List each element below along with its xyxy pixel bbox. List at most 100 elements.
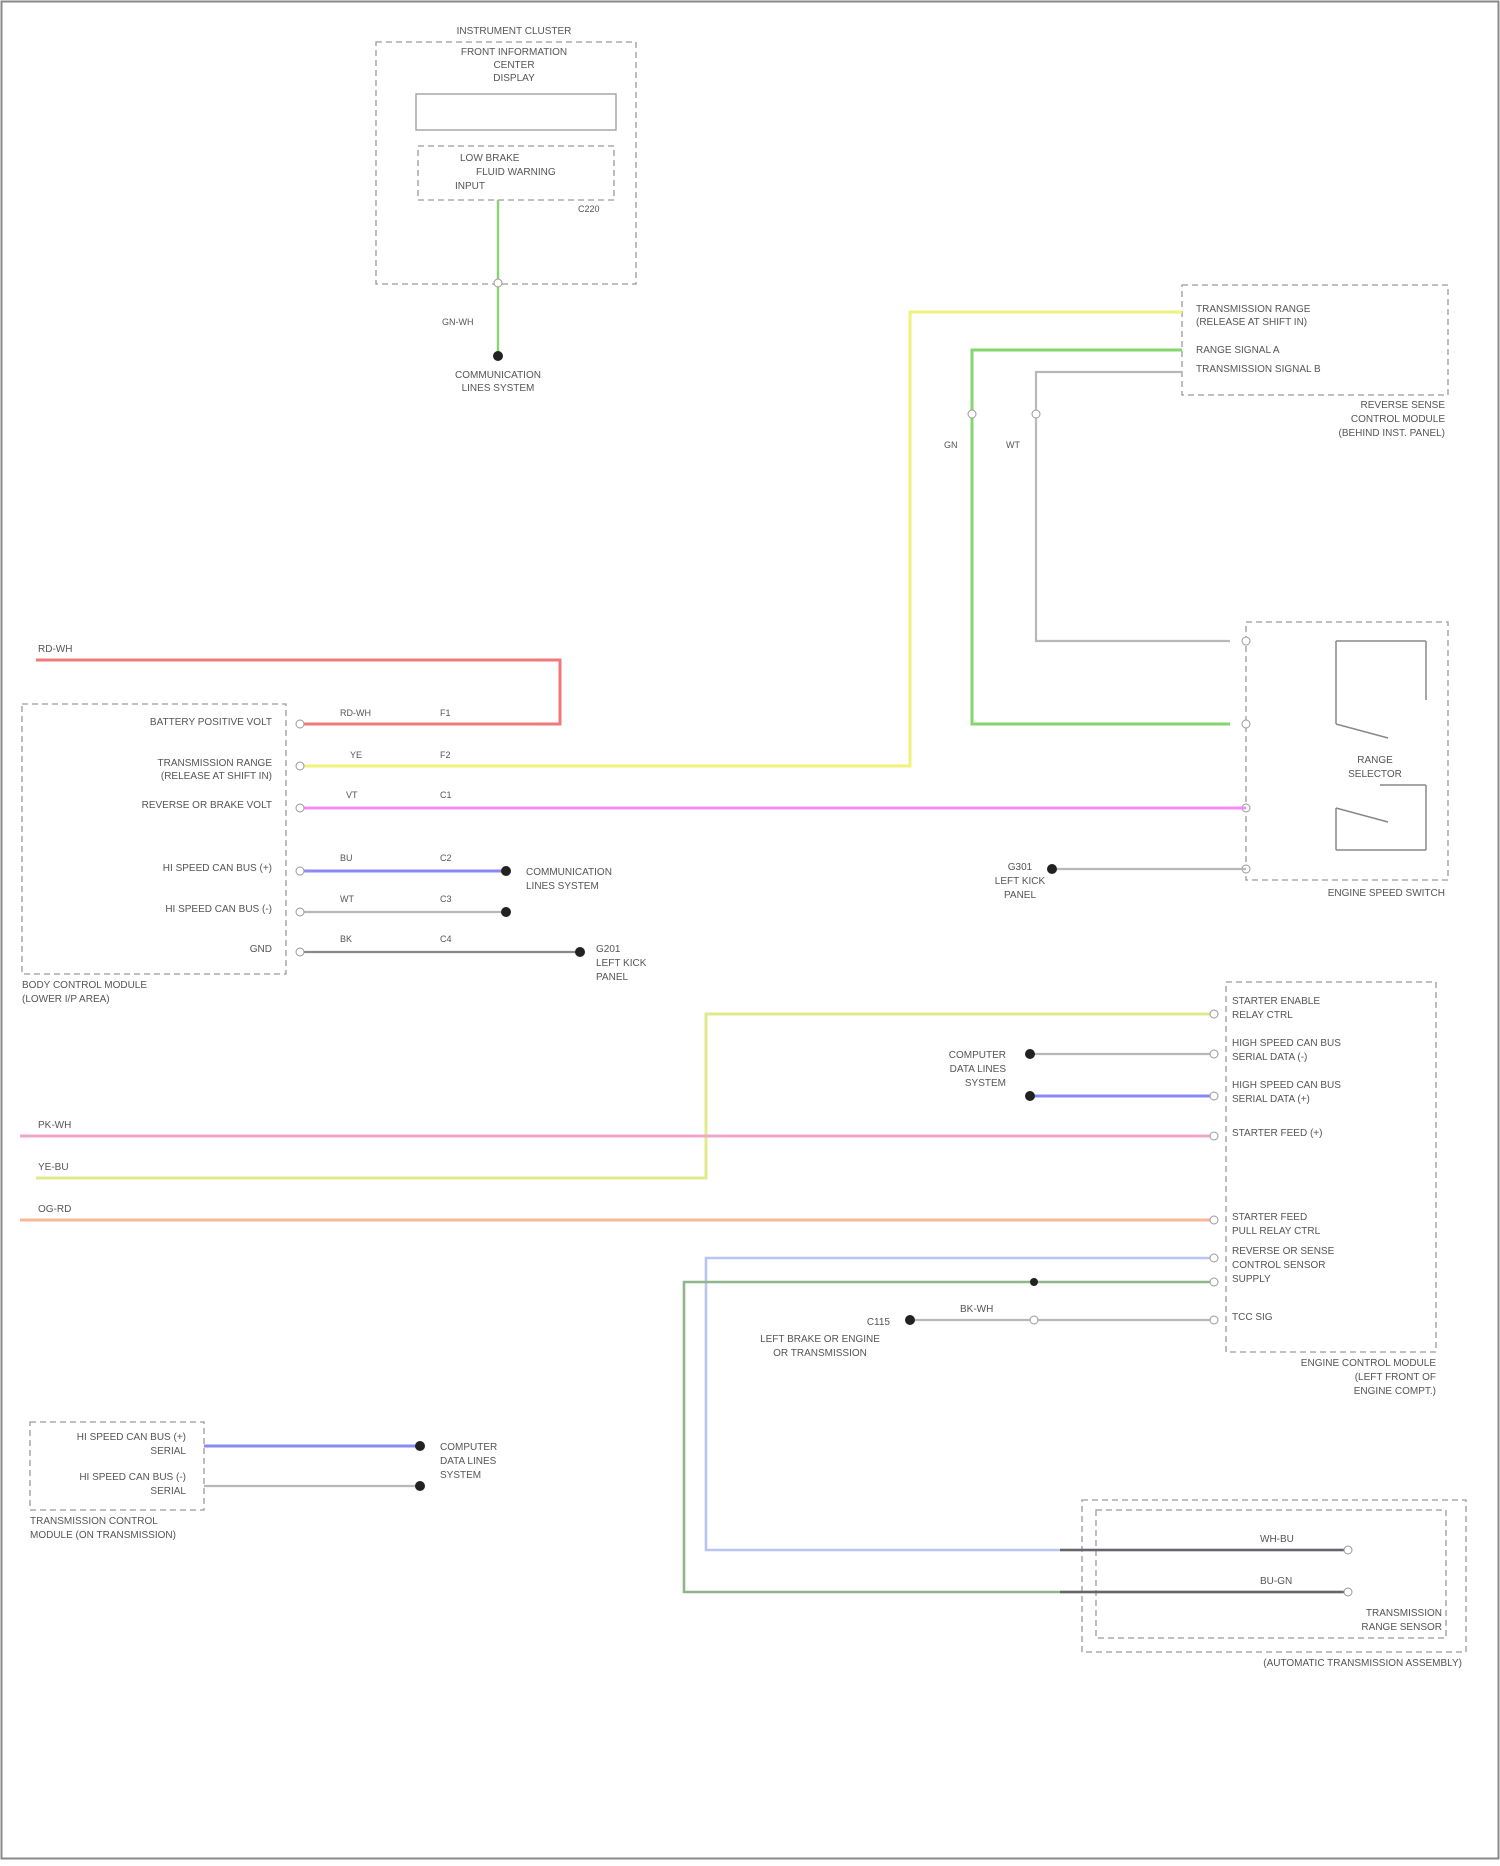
- tcm-pin-2b: SERIAL: [150, 1486, 186, 1497]
- bcm-comm-label-2: LINES SYSTEM: [526, 881, 599, 892]
- red-wire-label: RD-WH: [340, 708, 371, 718]
- bcm-can-plus-circuit: C2: [440, 853, 452, 863]
- cluster-wire-label: GN-WH: [442, 317, 474, 327]
- pcm-can-minus-dot: [1025, 1049, 1035, 1059]
- pcm-conn-pin-6: [1210, 1254, 1218, 1262]
- bcm-can-minus-label: WT: [340, 894, 354, 904]
- switch-pin-1: [1242, 637, 1250, 645]
- pcm-pin-5b: PULL RELAY CTRL: [1232, 1226, 1321, 1237]
- cluster-inner-label-3: INPUT: [455, 181, 485, 192]
- cluster-title: INSTRUMENT CLUSTER: [457, 26, 572, 37]
- pcm-can-plus-dot: [1025, 1091, 1035, 1101]
- bcm-conn-pin-2: [296, 762, 304, 770]
- dark-green-wire: [684, 1282, 1348, 1592]
- cluster-ground-label-2: LINES SYSTEM: [462, 383, 535, 394]
- cluster-ground-label: COMMUNICATION: [455, 370, 541, 381]
- lbr-label: LEFT BRAKE OR ENGINE: [760, 1334, 880, 1345]
- lbr-wire: BK-WH: [960, 1304, 993, 1315]
- pcm-title: ENGINE CONTROL MODULE: [1301, 1358, 1437, 1369]
- magenta-circuit-label: C1: [440, 790, 452, 800]
- green-wire-pin: [968, 410, 976, 418]
- engine-speed-switch: RANGE SELECTOR ENGINE SPEED SWITCH: [1246, 622, 1448, 899]
- pcm-pin-5: STARTER FEED: [1232, 1212, 1307, 1223]
- tcc-dot: [905, 1315, 915, 1325]
- tcc-connector: [1030, 1316, 1038, 1324]
- bcm-conn-pin-1: [296, 720, 304, 728]
- bcm-ground-label: G201: [596, 944, 621, 955]
- cluster-splice: [493, 351, 503, 361]
- gray-wire-rsm: [1036, 372, 1230, 641]
- instrument-cluster: INSTRUMENT CLUSTER FRONT INFORMATION CEN…: [376, 26, 636, 394]
- tcm-comm-label-3: SYSTEM: [440, 1470, 481, 1481]
- switch-box: [1246, 622, 1448, 880]
- rsm-pin-1: TRANSMISSION RANGE: [1196, 304, 1311, 315]
- cluster-subtitle-3: DISPLAY: [493, 73, 535, 84]
- red-wire: [36, 660, 560, 724]
- green-wire-label: GN: [944, 440, 958, 450]
- switch-ground-dot: [1047, 864, 1057, 874]
- pcm-pin-3: HIGH SPEED CAN BUS: [1232, 1080, 1341, 1091]
- yellow-wire-label: YE: [350, 750, 362, 760]
- reverse-sense-box: [1182, 285, 1448, 395]
- switch-inner-2: SELECTOR: [1348, 769, 1402, 780]
- cluster-inner-label-2: FLUID WARNING: [476, 167, 556, 178]
- bcm-conn-pin-6: [296, 948, 304, 956]
- rsm-pin-2: RANGE SIGNAL A: [1196, 345, 1280, 356]
- green-wire: [972, 350, 1230, 724]
- tcm-comm-label: COMPUTER: [440, 1442, 497, 1453]
- cluster-connector: C220: [578, 204, 600, 214]
- pcm-pin-2b: SERIAL DATA (-): [1232, 1052, 1307, 1063]
- orange-source-label: OG-RD: [38, 1204, 71, 1215]
- trans-pin-2: [1344, 1588, 1352, 1596]
- lbr-label-2: OR TRANSMISSION: [773, 1348, 867, 1359]
- bcm-can-minus-circuit: C3: [440, 894, 452, 904]
- bcm-conn-pin-5: [296, 908, 304, 916]
- body-control-module: BATTERY POSITIVE VOLT TRANSMISSION RANGE…: [22, 704, 286, 1005]
- trans-title: TRANSMISSION: [1366, 1608, 1442, 1619]
- bcm-ground-label-2: LEFT KICK: [596, 958, 647, 969]
- bcm-pin-4: HI SPEED CAN BUS (+): [163, 863, 272, 874]
- trans-subtitle: RANGE SENSOR: [1361, 1622, 1442, 1633]
- dark-green-splice: [1030, 1278, 1038, 1286]
- switch-ground-label-2: LEFT KICK: [995, 876, 1046, 887]
- bcm-pin-5: HI SPEED CAN BUS (-): [165, 904, 272, 915]
- red-source-label: RD-WH: [38, 644, 72, 655]
- rsm-title: REVERSE SENSE: [1361, 400, 1446, 411]
- bcm-box: [22, 704, 286, 974]
- pcm-conn-pin-1: [1210, 1010, 1218, 1018]
- olive-source-label: YE-BU: [38, 1162, 69, 1173]
- trans-wire-label-1: WH-BU: [1260, 1534, 1294, 1545]
- pcm-pin-1: STARTER ENABLE: [1232, 996, 1320, 1007]
- bcm-pin-1: BATTERY POSITIVE VOLT: [150, 717, 272, 728]
- magenta-wire-label: VT: [346, 790, 358, 800]
- switch-ground-label-3: PANEL: [1004, 890, 1036, 901]
- yellow-wire: [300, 312, 1182, 766]
- rsm-subtitle-2: (BEHIND INST. PANEL): [1339, 428, 1446, 439]
- pcm-pin-3b: SERIAL DATA (+): [1232, 1094, 1310, 1105]
- cluster-subtitle-2: CENTER: [493, 60, 534, 71]
- pcm-pin-7: TCC SIG: [1232, 1312, 1273, 1323]
- pcm-conn-pin-8: [1210, 1316, 1218, 1324]
- pcm-conn-pin-7: [1210, 1278, 1218, 1286]
- pcm-comm-label-2: DATA LINES: [950, 1064, 1007, 1075]
- cluster-display: [416, 94, 616, 130]
- bcm-pin-2: TRANSMISSION RANGE: [158, 758, 273, 769]
- yellow-circuit-label: F2: [440, 750, 451, 760]
- switch-contact-2: [1336, 808, 1388, 822]
- pcm-conn-pin-3: [1210, 1092, 1218, 1100]
- bcm-title: BODY CONTROL MODULE: [22, 980, 147, 991]
- bcm-pin-2b: (RELEASE AT SHIFT IN): [161, 771, 272, 782]
- pink-source-label: PK-WH: [38, 1120, 71, 1131]
- rsm-pin-1b: (RELEASE AT SHIFT IN): [1196, 317, 1307, 328]
- tcm-subtitle: MODULE (ON TRANSMISSION): [30, 1530, 176, 1541]
- pcm-pin-6c: SUPPLY: [1232, 1274, 1271, 1285]
- bcm-pin-3: REVERSE OR BRAKE VOLT: [142, 800, 272, 811]
- pcm-pin-6: REVERSE OR SENSE: [1232, 1246, 1335, 1257]
- engine-control-module: STARTER ENABLE RELAY CTRL HIGH SPEED CAN…: [1226, 982, 1436, 1397]
- tcm-comm-label-2: DATA LINES: [440, 1456, 497, 1467]
- tcm-can-plus-dot: [415, 1441, 425, 1451]
- pcm-conn-pin-5: [1210, 1216, 1218, 1224]
- pcm-pin-2: HIGH SPEED CAN BUS: [1232, 1038, 1341, 1049]
- cluster-inner-label: LOW BRAKE: [460, 153, 520, 164]
